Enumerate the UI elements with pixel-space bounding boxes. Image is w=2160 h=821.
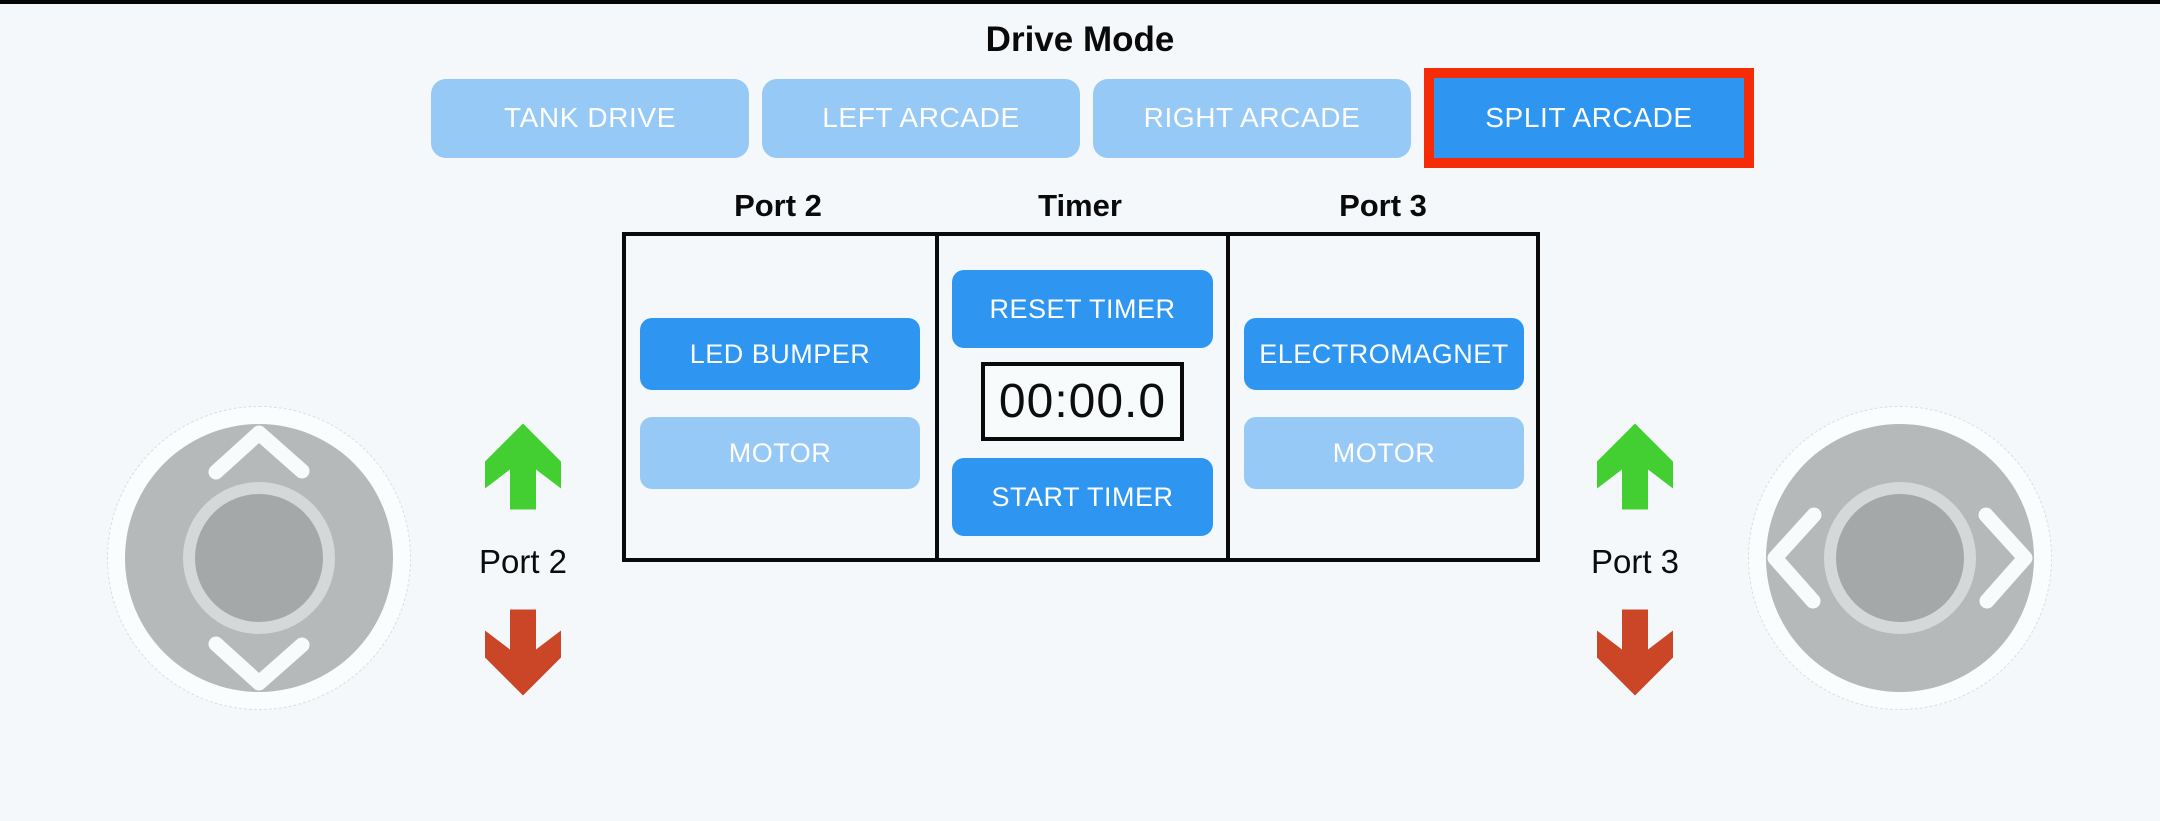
control-panel-table: LED BUMPER MOTOR RESET TIMER 00:00.0 STA… [622, 232, 1540, 562]
timer-display: 00:00.0 [981, 362, 1184, 441]
drive-mode-title: Drive Mode [985, 20, 1175, 59]
port3-down-arrow-icon [1597, 609, 1673, 696]
chevron-left-icon [1767, 507, 1822, 609]
joystick-knob[interactable] [195, 494, 323, 622]
port2-column-header: Port 2 [734, 188, 822, 223]
port2-motor-button[interactable]: MOTOR [640, 417, 920, 489]
right-arcade-button[interactable]: RIGHT ARCADE [1093, 78, 1411, 158]
drive-mode-button-row: TANK DRIVE LEFT ARCADE RIGHT ARCADE SPLI… [431, 68, 1754, 168]
chevron-up-icon [208, 425, 310, 480]
chevron-down-icon [208, 636, 310, 691]
left-joystick[interactable] [107, 406, 411, 710]
tank-drive-button[interactable]: TANK DRIVE [431, 78, 749, 158]
electromagnet-button[interactable]: ELECTROMAGNET [1244, 318, 1524, 390]
start-timer-button[interactable]: START TIMER [952, 458, 1213, 536]
timer-column-header: Timer [1038, 188, 1122, 223]
split-arcade-button[interactable]: SPLIT ARCADE [1424, 68, 1754, 168]
port2-up-arrow-icon [485, 423, 561, 510]
port3-column-header: Port 3 [1339, 188, 1427, 223]
port2-cell: LED BUMPER MOTOR [626, 236, 939, 558]
port2-down-arrow-icon [485, 609, 561, 696]
timer-cell: RESET TIMER 00:00.0 START TIMER [939, 236, 1230, 558]
reset-timer-button[interactable]: RESET TIMER [952, 270, 1213, 348]
port3-joystick-label: Port 3 [1590, 543, 1680, 580]
chevron-right-icon [1978, 507, 2033, 609]
left-arcade-button[interactable]: LEFT ARCADE [762, 78, 1080, 158]
port3-motor-button[interactable]: MOTOR [1244, 417, 1524, 489]
joystick-knob[interactable] [1836, 494, 1964, 622]
right-joystick[interactable] [1748, 406, 2052, 710]
top-edge-bar [0, 0, 2160, 4]
port2-joystick-label: Port 2 [478, 543, 568, 580]
port3-up-arrow-icon [1597, 423, 1673, 510]
led-bumper-button[interactable]: LED BUMPER [640, 318, 920, 390]
port3-cell: ELECTROMAGNET MOTOR [1230, 236, 1536, 558]
